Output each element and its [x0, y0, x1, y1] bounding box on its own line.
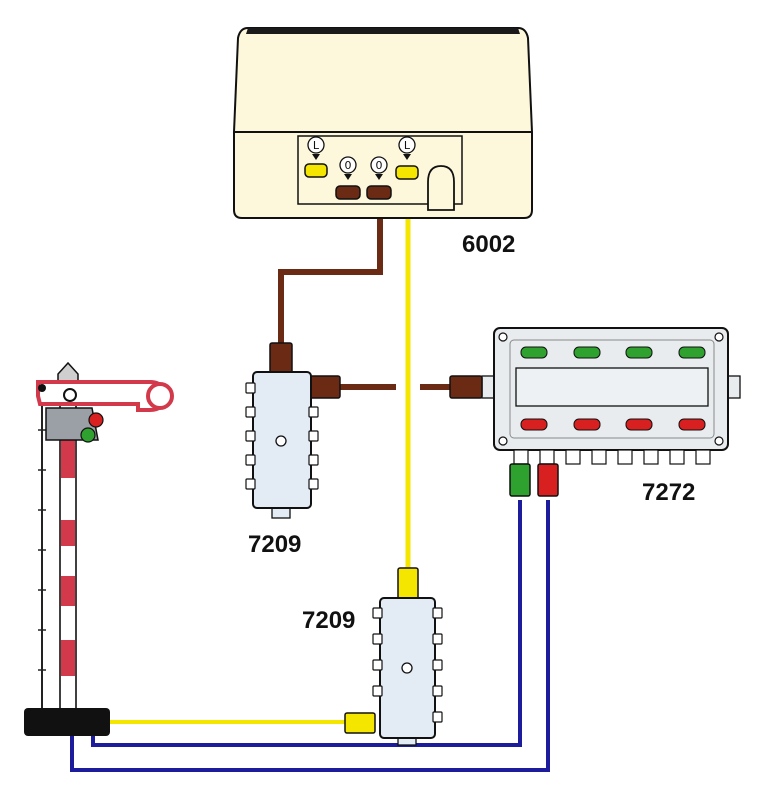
transformer-terminal-1-label: L	[313, 139, 320, 152]
signal-pivot	[63, 388, 77, 402]
distributor-lower-hole	[401, 662, 413, 674]
signal-lamp-hub	[38, 384, 46, 392]
panel-green-button[interactable]	[573, 346, 601, 359]
panel-inner-frame	[509, 339, 715, 439]
transformer-lid-top-edge	[246, 28, 520, 34]
transformer-terminal-2-label: 0	[345, 159, 352, 172]
signal-base	[24, 708, 110, 736]
panel-green-plug[interactable]	[509, 463, 531, 497]
panel-red-button[interactable]	[678, 418, 706, 431]
panel-red-button[interactable]	[573, 418, 601, 431]
transformer-terminal-4: L	[395, 136, 419, 180]
transformer-socket-1[interactable]	[304, 163, 328, 178]
distributor-block-icon	[344, 567, 443, 746]
panel-red-button[interactable]	[625, 418, 653, 431]
distributor-lower-side-plug[interactable]	[344, 712, 376, 734]
panel-red-plug[interactable]	[537, 463, 559, 497]
wires	[70, 180, 550, 772]
blue-wire-signal-to-panel-green	[91, 500, 522, 747]
transformer-socket-4[interactable]	[395, 165, 419, 180]
panel-red-button[interactable]	[520, 418, 548, 431]
transformer-lid	[232, 27, 534, 133]
distributor-lower-pins	[372, 607, 443, 723]
transformer-socket-3[interactable]	[366, 185, 392, 200]
transformer-socket-2[interactable]	[335, 185, 361, 200]
transformer-terminal-3-label: 0	[376, 159, 383, 172]
blue-wire-signal-to-panel-red	[70, 500, 550, 772]
signal-ladder-rungs	[38, 429, 46, 671]
control-panel-label: 7272	[642, 479, 695, 506]
semaphore-signal-icon	[24, 361, 174, 736]
panel-green-button[interactable]	[625, 346, 653, 359]
signal-arm-end	[146, 382, 174, 410]
transformer-label: 6002	[462, 231, 515, 258]
transformer-knob-icon[interactable]	[427, 165, 455, 211]
transformer-terminal-3: 0	[366, 156, 392, 200]
signal-red-lamp	[88, 412, 104, 428]
switch-panel-icon	[449, 327, 741, 497]
panel-left-plug[interactable]	[449, 375, 483, 399]
distributor-upper-hole	[275, 435, 287, 447]
distributor-upper-pins	[245, 382, 319, 490]
panel-red-buttons	[520, 418, 706, 431]
distributor-upper-label: 7209	[248, 531, 301, 558]
transformer-icon: L 0 0 L	[232, 27, 534, 219]
transformer-terminal-2: 0	[335, 156, 361, 200]
distributor-lower-label: 7209	[302, 607, 355, 634]
distributor-upper-side-plug[interactable]	[309, 375, 341, 399]
panel-label-strip	[515, 367, 709, 407]
transformer-terminal-1: L	[304, 136, 328, 178]
panel-green-button[interactable]	[520, 346, 548, 359]
distributor-upper-plug[interactable]	[269, 342, 293, 374]
panel-green-button[interactable]	[678, 346, 706, 359]
distributor-lower-plug[interactable]	[397, 567, 419, 601]
signal-green-lamp	[80, 427, 96, 443]
panel-screws	[498, 332, 724, 446]
panel-green-buttons	[520, 346, 706, 359]
signal-mast-stripes	[61, 430, 75, 676]
distributor-block-icon	[245, 342, 341, 519]
panel-bottom-sockets	[513, 449, 711, 465]
brown-wire-transformer-to-distributor	[278, 200, 383, 350]
signal-arm	[36, 380, 167, 412]
transformer-terminal-4-label: L	[404, 139, 411, 152]
